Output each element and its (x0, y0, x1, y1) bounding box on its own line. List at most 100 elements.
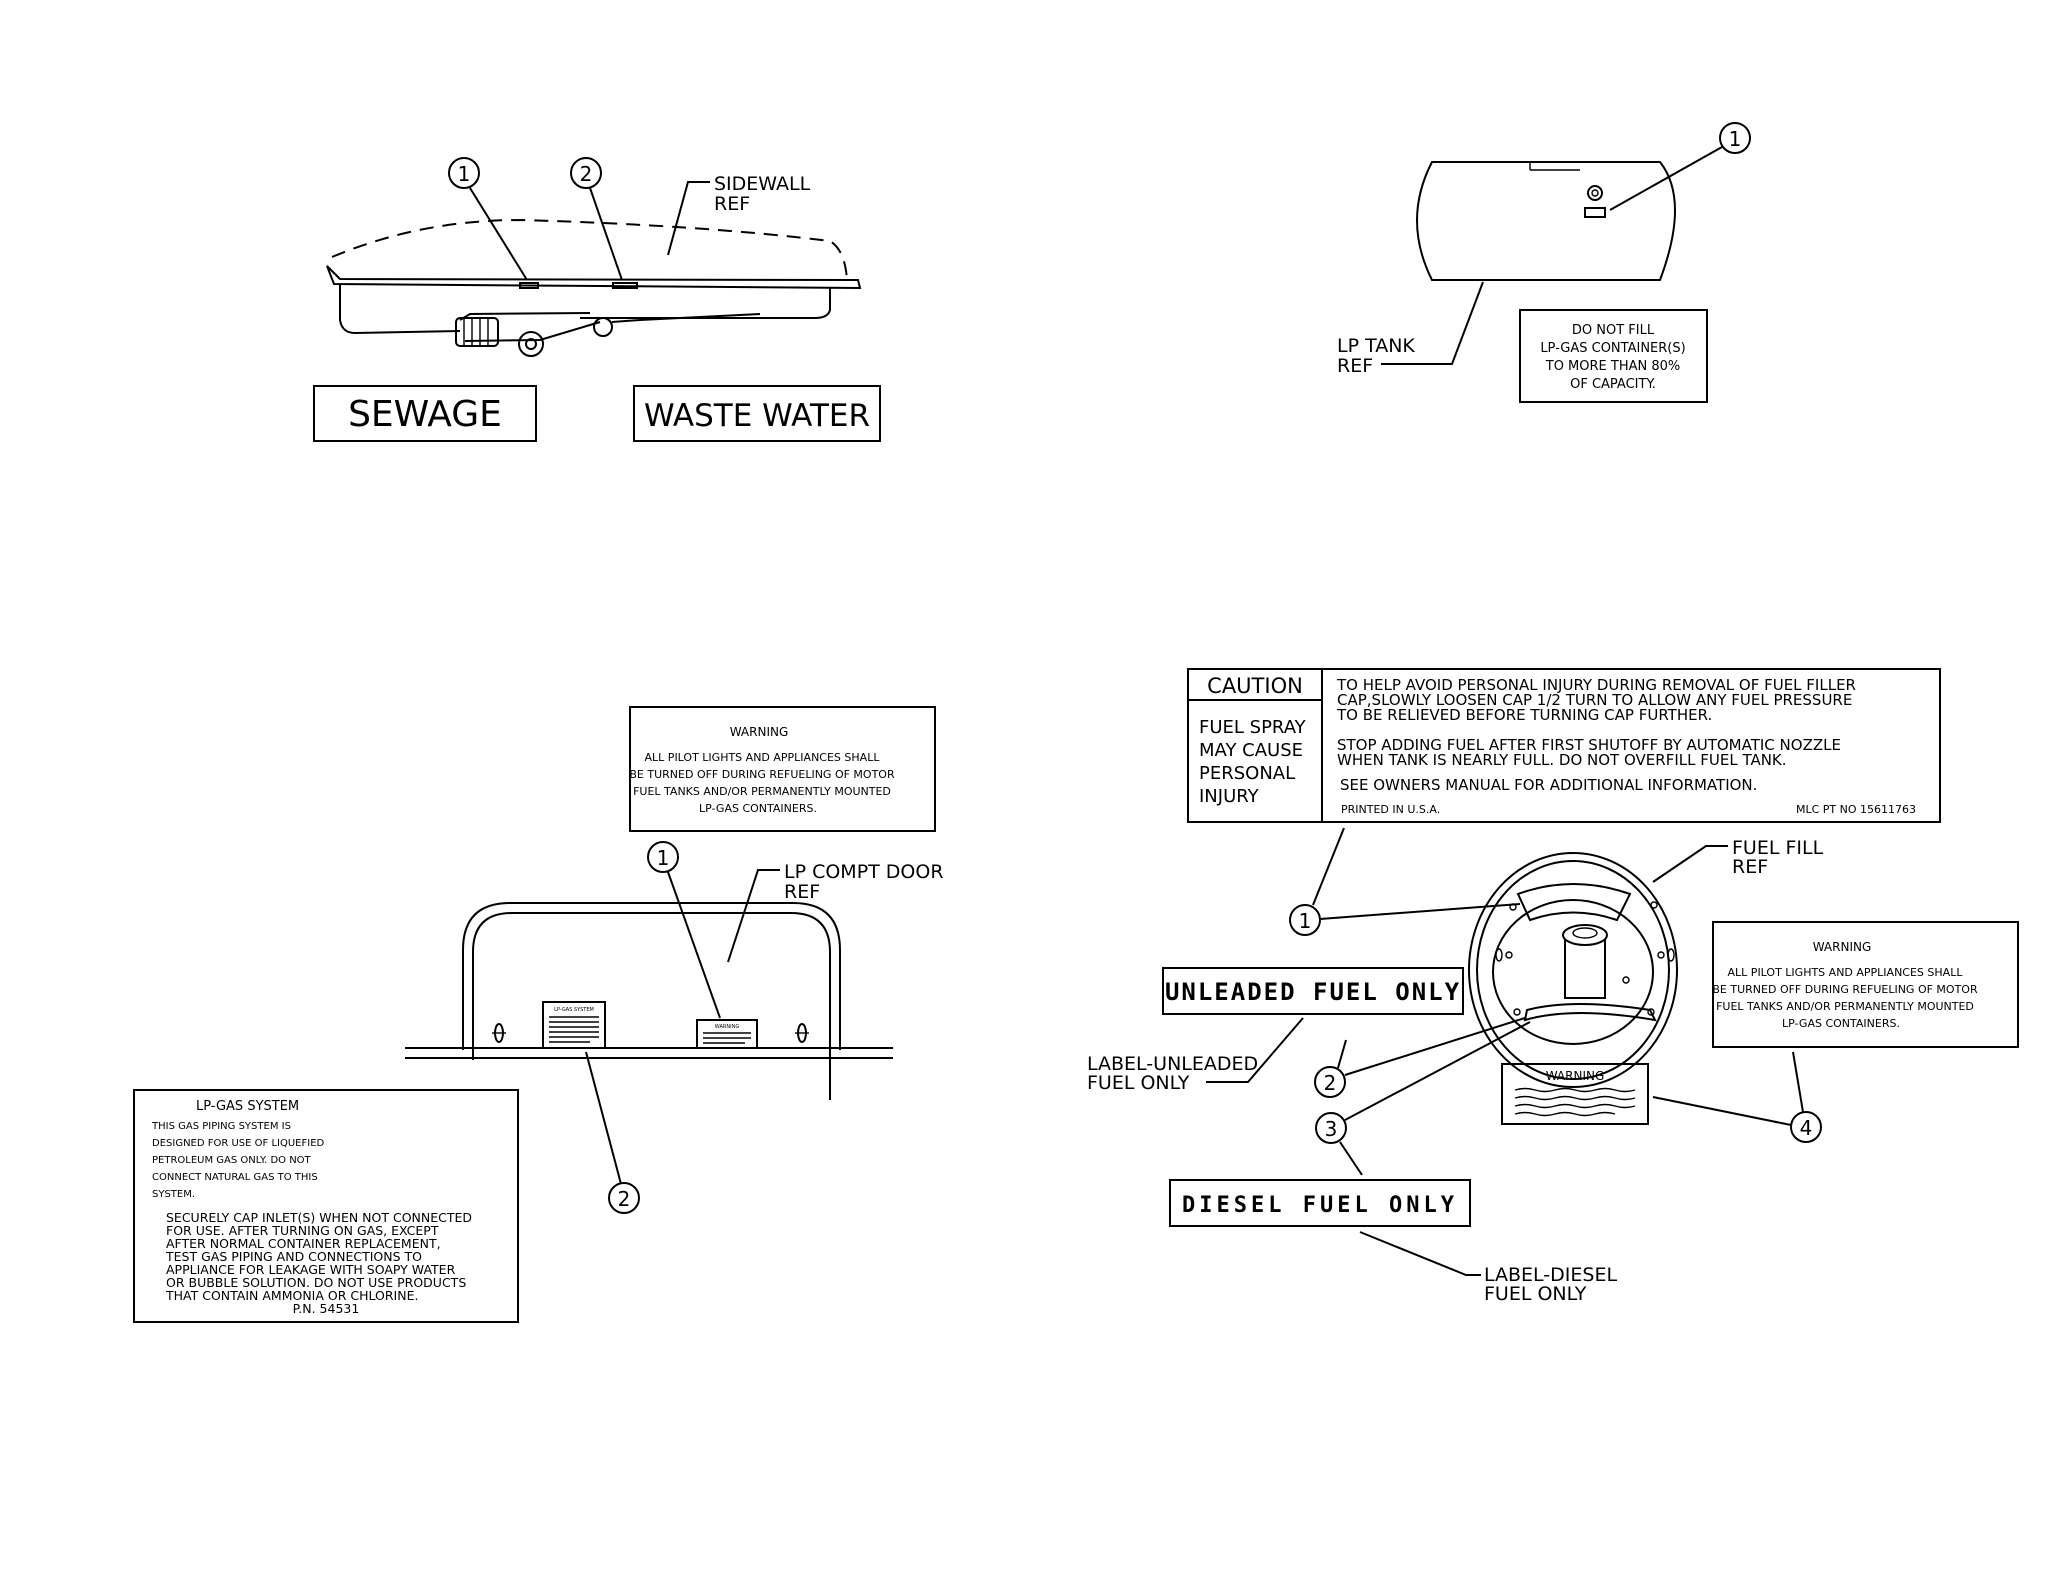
lp-warning-line3: FUEL TANKS AND/OR PERMANENTLY MOUNTED (633, 785, 891, 798)
caution-part-number: MLC PT NO 15611763 (1796, 803, 1916, 816)
sewage-label-box (313, 385, 537, 442)
door-callout-1-leader (667, 871, 721, 1019)
diesel-leader-line2: FUEL ONLY (1484, 1283, 1587, 1305)
callout-2-circle (570, 157, 602, 189)
fuel-callout-4-leader-up (1792, 1051, 1804, 1113)
small-warning-title: WARNING (1546, 1069, 1605, 1083)
caution-side-line1: FUEL SPRAY (1199, 717, 1307, 738)
door-rivet-7 (1622, 976, 1630, 984)
mini-lpgas-label-lines (549, 1016, 599, 1043)
door-callout-1-number: 1 (657, 846, 670, 870)
mini-warning-label-title: WARNING (715, 1024, 740, 1030)
tank-callout-1-number: 1 (1729, 127, 1742, 151)
diesel-label-text: DIESEL FUEL ONLY (1182, 1193, 1458, 1218)
bay-top-surface (326, 265, 862, 290)
door-hinge-right (1667, 948, 1675, 962)
diesel-leader-line1: LABEL-DIESEL (1484, 1264, 1617, 1286)
lpgas-small-line4: CONNECT NATURAL GAS TO THIS (152, 1172, 318, 1183)
fuel-callout-4-number: 4 (1800, 1116, 1813, 1140)
fuel-callout-2-leader-up (1337, 1039, 1347, 1069)
caution-label-on-door (1516, 883, 1632, 922)
sewage-panel: 1 2 SIDEWALL REF SEWAGE WASTE WATER (313, 157, 881, 442)
lp-door-panel: WARNING ALL PILOT LIGHTS AND APPLIANCES … (133, 706, 944, 1323)
door-frame-inner (472, 912, 831, 1100)
callout-2-leader (589, 187, 623, 281)
lpgas-large-line3: AFTER NORMAL CONTAINER REPLACEMENT, (166, 1236, 441, 1251)
lpgas-large-line1: SECURELY CAP INLET(S) WHEN NOT CONNECTED (166, 1210, 472, 1225)
fuel-panel: CAUTION FUEL SPRAY MAY CAUSE PERSONAL IN… (1087, 668, 2019, 1305)
filler-cap-top (1562, 924, 1608, 946)
tank-callout-1-leader (1609, 146, 1723, 211)
unleaded-label-box (1162, 967, 1464, 1015)
sewage-label-tab (519, 282, 539, 289)
waste-label-tab (612, 282, 638, 289)
fill-notice-box (1519, 309, 1708, 403)
fill-notice-line3: TO MORE THAN 80% (1545, 359, 1681, 374)
lp-warning-line4: LP-GAS CONTAINERS. (699, 802, 817, 815)
fuel-callout-2-leader-door (1344, 1017, 1526, 1076)
tank-callout-1-circle (1719, 122, 1751, 154)
hose-coupling (455, 317, 499, 347)
diesel-leader (1359, 1231, 1481, 1276)
valve-handle (518, 331, 544, 357)
fuel-warning-box (1712, 921, 2019, 1048)
caution-side-line4: INJURY (1199, 786, 1260, 807)
small-warning-text-lines (1514, 1087, 1636, 1117)
caution-p2-line1: STOP ADDING FUEL AFTER FIRST SHUTOFF BY … (1337, 736, 1841, 754)
fuel-callout-2-circle (1314, 1066, 1346, 1098)
fuel-warning-line3: FUEL TANKS AND/OR PERMANENTLY MOUNTED (1716, 1000, 1974, 1013)
mini-warning-label-lines (703, 1032, 751, 1044)
fill-notice-line1: DO NOT FILL (1572, 323, 1655, 338)
callout-1-number: 1 (458, 162, 471, 186)
fill-notice-line4: OF CAPACITY. (1570, 377, 1656, 392)
callout-1-leader (469, 187, 528, 281)
door-rivet-4 (1657, 951, 1665, 959)
fill-notice-line2: LP-GAS CONTAINER(S) (1540, 341, 1685, 356)
lpgas-small-line1: THIS GAS PIPING SYSTEM IS (151, 1121, 291, 1132)
caution-side-line2: MAY CAUSE (1199, 740, 1303, 761)
door-rivet-6 (1647, 1008, 1655, 1016)
caution-title: CAUTION (1207, 674, 1303, 698)
bay-right-wall (580, 288, 831, 319)
fuel-callout-1-leader-up (1312, 827, 1345, 906)
fuel-type-label-on-door (1523, 1003, 1657, 1022)
fuel-filler-neck (1492, 899, 1654, 1045)
mini-lpgas-label (542, 1001, 606, 1049)
fuel-callout-4-leader-left (1652, 1096, 1792, 1126)
caution-side-line3: PERSONAL (1199, 763, 1295, 784)
fuel-door-outer (1468, 852, 1678, 1088)
lp-warning-title: WARNING (730, 725, 789, 739)
small-warning-box (1501, 1063, 1649, 1125)
caution-label-box (1187, 668, 1941, 823)
fuel-warning-title: WARNING (1813, 940, 1872, 954)
lp-tank-ref-line1: LP TANK (1337, 335, 1415, 357)
sidewall-dashed-outline (331, 218, 848, 281)
fuel-warning-line4: LP-GAS CONTAINERS. (1782, 1017, 1900, 1030)
fuel-fill-ref-line2: REF (1732, 856, 1768, 878)
lp-warning-line1: ALL PILOT LIGHTS AND APPLIANCES SHALL (645, 751, 881, 764)
mini-warning-label (696, 1019, 758, 1049)
fuel-callout-1-circle (1289, 904, 1321, 936)
caution-p1-line2: CAP,SLOWLY LOOSEN CAP 1/2 TURN TO ALLOW … (1337, 691, 1852, 709)
fuel-callout-1-leader-door (1319, 903, 1521, 920)
unleaded-label-text: UNLEADED FUEL ONLY (1165, 978, 1461, 1006)
caution-printed: PRINTED IN U.S.A. (1341, 803, 1440, 816)
callout-1-circle (448, 157, 480, 189)
filler-cap-body (1564, 939, 1606, 999)
lpgas-small-line2: DESIGNED FOR USE OF LIQUEFIED (152, 1138, 325, 1149)
lp-tank-panel: 1 LP TANK REF DO NOT FILL LP-GAS CONTAIN… (1337, 122, 1751, 403)
sidewall-ref-line2: REF (714, 193, 750, 215)
hose-lower (464, 321, 601, 342)
lp-warning-box (629, 706, 936, 832)
valve-knob (593, 317, 613, 337)
unleaded-leader (1206, 1017, 1304, 1083)
fuel-callout-1-number: 1 (1299, 909, 1312, 933)
door-ref-line2: REF (784, 881, 820, 903)
door-rivet-5 (1513, 1008, 1521, 1016)
mini-lpgas-label-title: LP-GAS SYSTEM (554, 1007, 594, 1013)
lpgas-system-box (133, 1089, 519, 1323)
fuel-callout-3-circle (1315, 1112, 1347, 1144)
caution-p3: SEE OWNERS MANUAL FOR ADDITIONAL INFORMA… (1340, 776, 1757, 794)
door-callout-2-circle (608, 1182, 640, 1214)
fuel-callout-3-leader-down (1339, 1141, 1363, 1176)
